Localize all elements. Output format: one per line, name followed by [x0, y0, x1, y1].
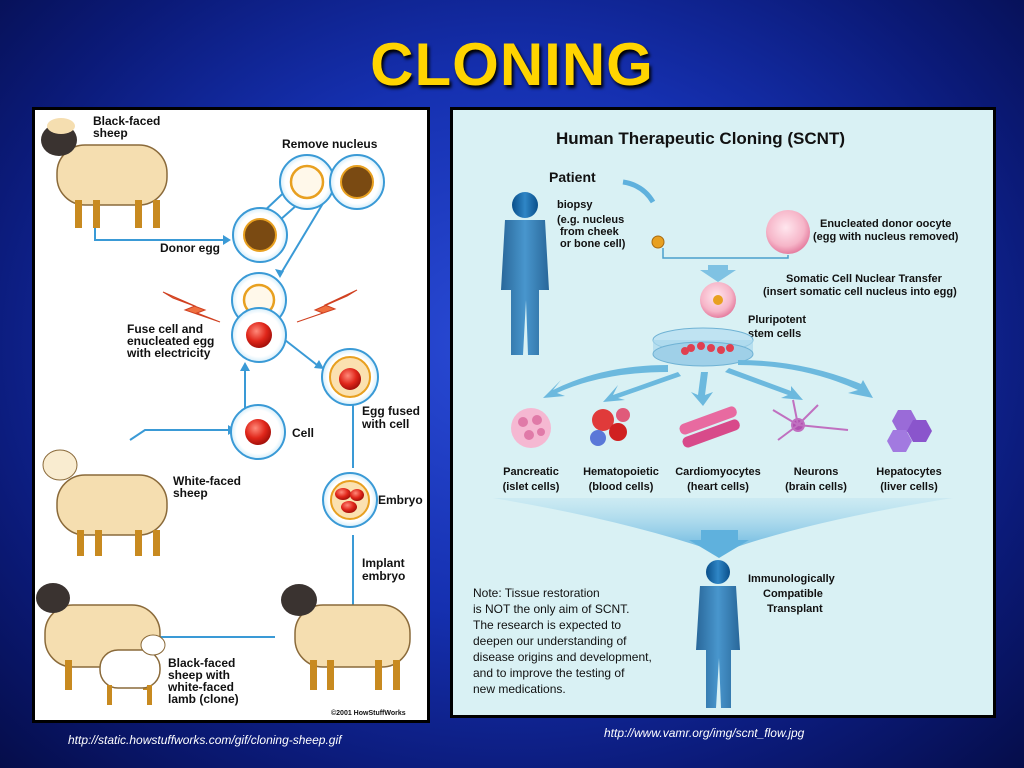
cell-type-detail-1: (islet cells)	[503, 481, 560, 493]
cell-type-name-1: Pancreatic	[503, 466, 559, 478]
electric-spark-right-icon	[296, 289, 358, 323]
neuron-icon	[772, 399, 849, 441]
scnt-label-1: Somatic Cell Nuclear Transfer	[786, 273, 943, 285]
slide-title: CLONING	[370, 31, 654, 98]
differentiation-arrows	[543, 360, 873, 406]
label-implant: Implant	[362, 556, 405, 570]
cell-type-name-2: Hematopoietic	[583, 466, 659, 478]
empty-egg-icon	[279, 154, 335, 210]
source-link-right[interactable]: http://www.vamr.org/img/scnt_flow.jpg	[604, 726, 805, 740]
label-black-faced-sheep: sheep	[93, 126, 128, 140]
white-faced-sheep-icon	[42, 449, 168, 556]
pluripotent-label-2: stem cells	[748, 328, 801, 340]
label-clone-4: lamb (clone)	[168, 692, 239, 706]
label-white-faced: White-faced	[173, 474, 241, 488]
label-clone-2: sheep with	[168, 668, 230, 682]
transplant-patient-silhouette-icon	[696, 560, 740, 708]
black-faced-sheep-icon	[41, 118, 168, 228]
label-clone-1: Black-faced	[168, 656, 235, 670]
pancreatic-cells-icon	[511, 408, 551, 448]
note-line-5: disease origins and development,	[473, 650, 652, 664]
liver-cells-icon	[887, 410, 932, 452]
electric-spark-left-icon	[162, 291, 221, 323]
label-cell: Cell	[292, 426, 314, 440]
somatic-nucleus-icon	[651, 235, 665, 249]
inserted-nucleus-icon	[713, 295, 723, 305]
cell-type-name-3: Cardiomyocytes	[675, 466, 761, 478]
sheep-cloning-diagram: Black-faced sheep Remove nucleus Donor e…	[32, 107, 430, 723]
biopsy-arrow	[622, 179, 656, 204]
sheep-cloning-svg: Black-faced sheep Remove nucleus Donor e…	[36, 114, 423, 717]
label-clone-3: white-faced	[167, 680, 234, 694]
merge-arrow	[700, 265, 736, 282]
cell-type-labels: Pancreatic (islet cells) Hematopoietic (…	[503, 466, 942, 493]
scnt-title: Human Therapeutic Cloning (SCNT)	[556, 129, 845, 148]
note-line-6: and to improve the testing of	[473, 666, 625, 680]
note-line-7: new medications.	[473, 682, 566, 696]
transplant-arrow	[689, 530, 749, 558]
label-egg-fused: Egg fused	[362, 404, 420, 418]
note-line-3: The research is expected to	[473, 618, 621, 632]
label-implant-embryo: embryo	[362, 569, 405, 583]
label-fuse-3: with electricity	[126, 346, 211, 360]
biopsy-detail-1: (e.g. nucleus	[557, 214, 624, 226]
scnt-diagram: Human Therapeutic Cloning (SCNT) Patient…	[450, 107, 996, 718]
transplant-label-1: Immunologically	[748, 573, 836, 585]
cell-type-detail-4: (brain cells)	[785, 481, 847, 493]
source-link-left[interactable]: http://static.howstuffworks.com/gif/clon…	[68, 733, 342, 747]
label-fuse-2: enucleated egg	[127, 334, 214, 348]
surrogate-sheep-icon	[281, 584, 411, 690]
cell-type-name-5: Hepatocytes	[876, 466, 941, 478]
petri-dish-icon	[652, 327, 754, 367]
biopsy-label: biopsy	[557, 199, 593, 211]
patient-silhouette-icon	[501, 192, 549, 355]
label-embryo: Embryo	[378, 493, 423, 507]
cloned-lamb-icon	[99, 634, 166, 705]
label-white-faced-sheep: sheep	[173, 486, 208, 500]
transplant-label-2: Compatible	[763, 588, 823, 600]
label-donor-egg: Donor egg	[160, 241, 220, 255]
scnt-svg: Human Therapeutic Cloning (SCNT) Patient…	[473, 129, 959, 708]
label-remove-nucleus: Remove nucleus	[282, 137, 378, 151]
scnt-note: Note: Tissue restoration is NOT the only…	[473, 586, 652, 696]
cell-type-detail-3: (heart cells)	[687, 481, 749, 493]
label-fuse-1: Fuse cell and	[127, 322, 203, 336]
note-line-4: deepen our understanding of	[473, 634, 627, 648]
label-with-cell: with cell	[361, 417, 409, 431]
embryo-icon	[322, 472, 378, 528]
oocyte-icon	[766, 210, 810, 254]
biopsy-detail-3: or bone cell)	[560, 238, 626, 250]
cell-type-name-4: Neurons	[794, 466, 839, 478]
oocyte-label-1: Enucleated donor oocyte	[820, 218, 951, 230]
egg-fused-icon	[321, 348, 379, 406]
cell-type-detail-2: (blood cells)	[589, 481, 654, 493]
oocyte-label-2: (egg with nucleus removed)	[813, 231, 959, 243]
note-line-1: Note: Tissue restoration	[473, 586, 600, 600]
flow-lines	[94, 179, 354, 638]
pluripotent-label-1: Pluripotent	[748, 314, 806, 326]
scnt-label-2: (insert somatic cell nucleus into egg)	[763, 286, 957, 298]
merge-bracket	[662, 248, 789, 259]
patient-label: Patient	[549, 169, 596, 185]
convergence-funnel	[493, 498, 953, 550]
heart-cells-icon	[679, 406, 740, 448]
body-cell-icon	[230, 404, 286, 460]
donor-egg-icon	[232, 207, 288, 263]
biopsy-detail-2: from cheek	[560, 226, 620, 238]
blood-cells-icon	[590, 408, 630, 446]
note-line-2: is NOT the only aim of SCNT.	[473, 602, 630, 616]
transplant-label-3: Transplant	[767, 603, 823, 615]
cell-type-detail-5: (liver cells)	[880, 481, 938, 493]
removed-nucleus-icon	[329, 154, 385, 210]
label-black-faced: Black-faced	[93, 114, 160, 128]
fused-cell-icon	[231, 307, 287, 363]
copyright-text: ©2001 HowStuffWorks	[331, 709, 406, 717]
